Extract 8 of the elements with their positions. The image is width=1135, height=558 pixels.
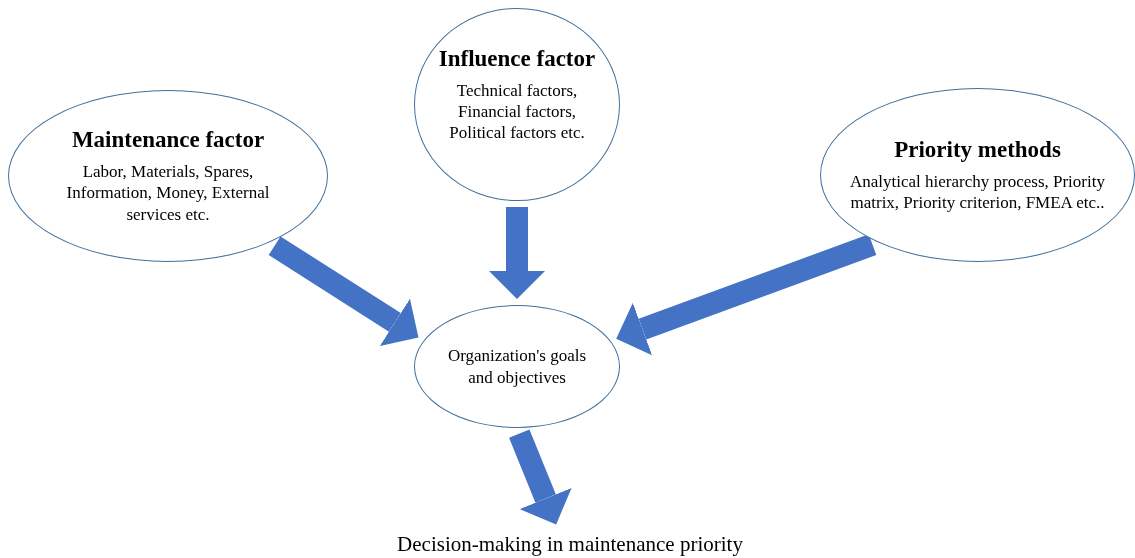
node-body-text: Analytical hierarchy process, Priority matrix, Priority criterion, FMEA etc.. [849, 170, 1106, 214]
node-heading: Priority methods [894, 136, 1061, 163]
node-body-text: Labor, Materials, Spares, Information, Money, External services etc. [65, 161, 271, 225]
node-heading: Influence factor [438, 45, 596, 72]
node-body-text: Technical factors, Financial factors, Political factors etc. [448, 79, 586, 144]
node-heading: Maintenance factor [71, 127, 265, 154]
node-body-text: Organization's goals and objectives [446, 345, 588, 388]
caption-text: Decision-making in maintenance priority [397, 531, 743, 557]
